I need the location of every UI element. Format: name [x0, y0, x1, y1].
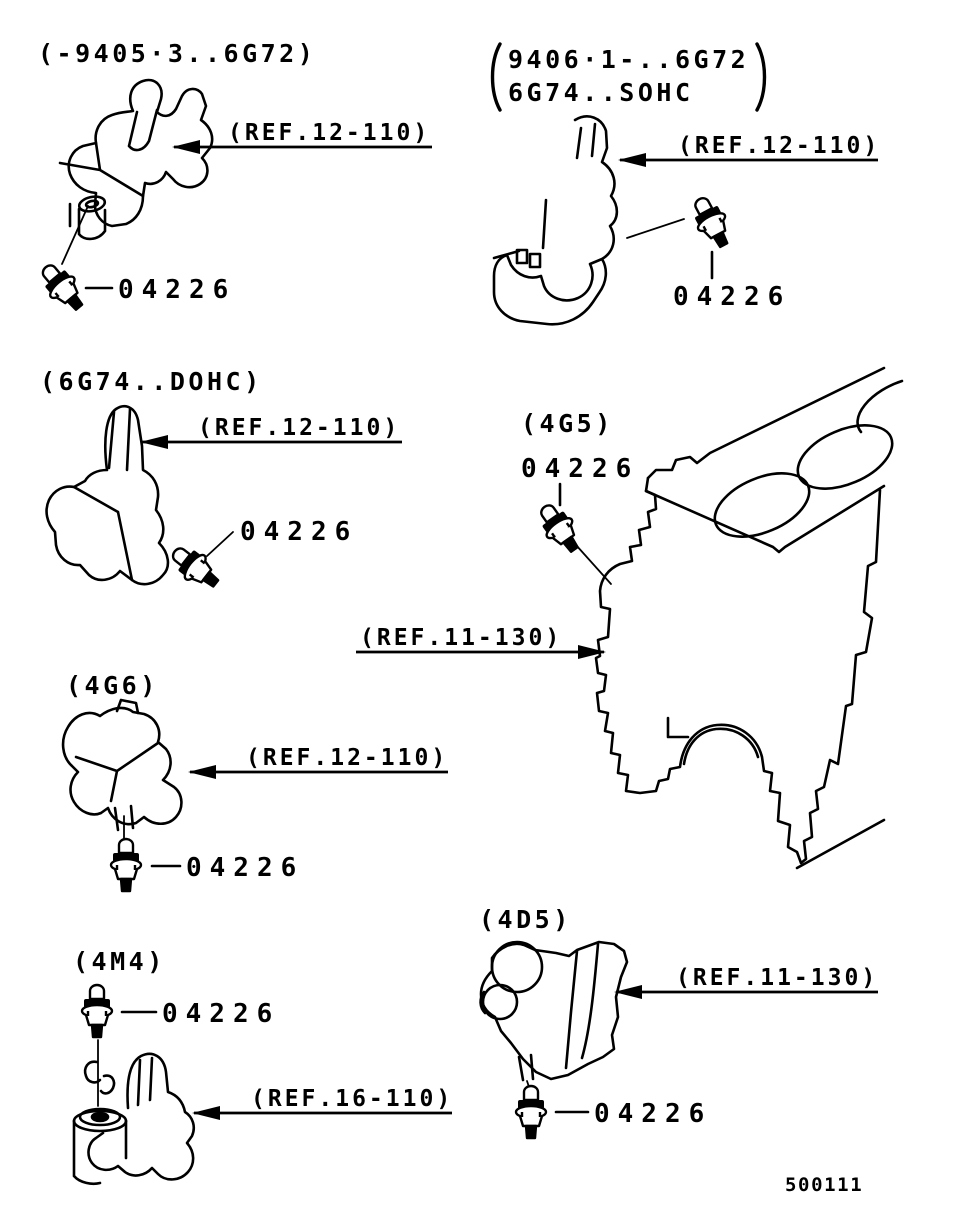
- ref-label-late-6g72: (REF.12-110): [678, 133, 880, 159]
- leader-line-early-6g72: [61, 205, 89, 265]
- group-4d5: (4D5) (REF.11-130) 04226: [479, 905, 878, 1140]
- sensor-icon-4m4: [80, 983, 114, 1039]
- group-6g74-dohc: (6G74..DOHC) (REF.12-110) 04226: [40, 367, 402, 597]
- part-number-4d5: 04226: [594, 1099, 712, 1129]
- group-early-6g72: (-9405·3..6G72) (REF.12-110) 04226: [32, 39, 432, 318]
- part-number-late-6g72: 04226: [673, 282, 791, 312]
- sensor-icon-4d5: [514, 1084, 548, 1140]
- engine-label-6g74-dohc: (6G74..DOHC): [40, 367, 263, 396]
- engine-label-4d5: (4D5): [479, 905, 572, 934]
- arrowhead-icon-late-6g72: [618, 153, 646, 167]
- sensor-icon-4g5: [531, 497, 588, 560]
- arrowhead-icon-4d5: [614, 985, 642, 999]
- water-outlet-drawing-4g6: [61, 698, 183, 832]
- part-number-early-6g72: 04226: [118, 275, 236, 305]
- leader-line-late-6g72: [626, 218, 685, 239]
- water-outlet-drawing-late-6g72: [492, 115, 619, 326]
- leader-line-4g5: [575, 544, 612, 585]
- engine-label-late-6g72-line1: 9406·1-..6G72: [508, 45, 749, 74]
- open-paren-icon: [490, 42, 502, 112]
- ref-label-4d5: (REF.11-130): [676, 965, 878, 991]
- ref-label-4g5: (REF.11-130): [360, 625, 562, 651]
- engine-block-drawing-4g5: [594, 366, 904, 870]
- arrowhead-icon-6g74-dohc: [140, 435, 168, 449]
- sensor-icon-4g6: [109, 837, 143, 893]
- arrowhead-icon-4g5: [578, 645, 606, 659]
- part-number-6g74-dohc: 04226: [240, 517, 358, 547]
- ref-label-4g6: (REF.12-110): [246, 745, 448, 771]
- engine-label-4m4: (4M4): [73, 947, 166, 976]
- oil-filter-bracket-drawing-4m4: [72, 1052, 196, 1186]
- arrowhead-icon-early-6g72: [172, 140, 200, 154]
- ref-label-4m4: (REF.16-110): [251, 1086, 453, 1112]
- engine-label-4g6: (4G6): [66, 671, 159, 700]
- group-4g5: (4G5) 04226 (REF.11-130): [356, 366, 904, 870]
- group-late-6g72-sohc: 9406·1-..6G72 6G74..SOHC (REF.12-110) 04…: [490, 42, 880, 326]
- group-4m4: (4M4) 04226 (REF.16-110): [72, 947, 453, 1186]
- engine-label-early-6g72: (-9405·3..6G72): [38, 39, 316, 68]
- arrowhead-icon-4g6: [188, 765, 216, 779]
- ref-label-6g74-dohc: (REF.12-110): [198, 415, 400, 441]
- part-number-4g5: 04226: [521, 454, 639, 484]
- page-code: 500111: [785, 1174, 863, 1196]
- water-outlet-drawing-early-6g72: [58, 78, 214, 241]
- engine-label-late-6g72-line2: 6G74..SOHC: [508, 78, 694, 107]
- part-number-4g6: 04226: [186, 853, 304, 883]
- part-leader-6g74-dohc: [206, 531, 234, 557]
- ref-label-early-6g72: (REF.12-110): [228, 120, 430, 146]
- arrowhead-icon-4m4: [192, 1106, 220, 1120]
- pump-housing-drawing-4d5: [479, 940, 629, 1082]
- sensor-icon-late-6g72: [684, 190, 739, 254]
- water-outlet-drawing-6g74-dohc: [45, 405, 170, 586]
- group-4g6: (4G6) (REF.12-110) 04226: [61, 671, 448, 893]
- engine-label-4g5: (4G5): [521, 409, 614, 438]
- part-number-4m4: 04226: [162, 999, 280, 1029]
- close-paren-icon: [755, 42, 767, 112]
- sensor-icon-early-6g72: [32, 256, 92, 318]
